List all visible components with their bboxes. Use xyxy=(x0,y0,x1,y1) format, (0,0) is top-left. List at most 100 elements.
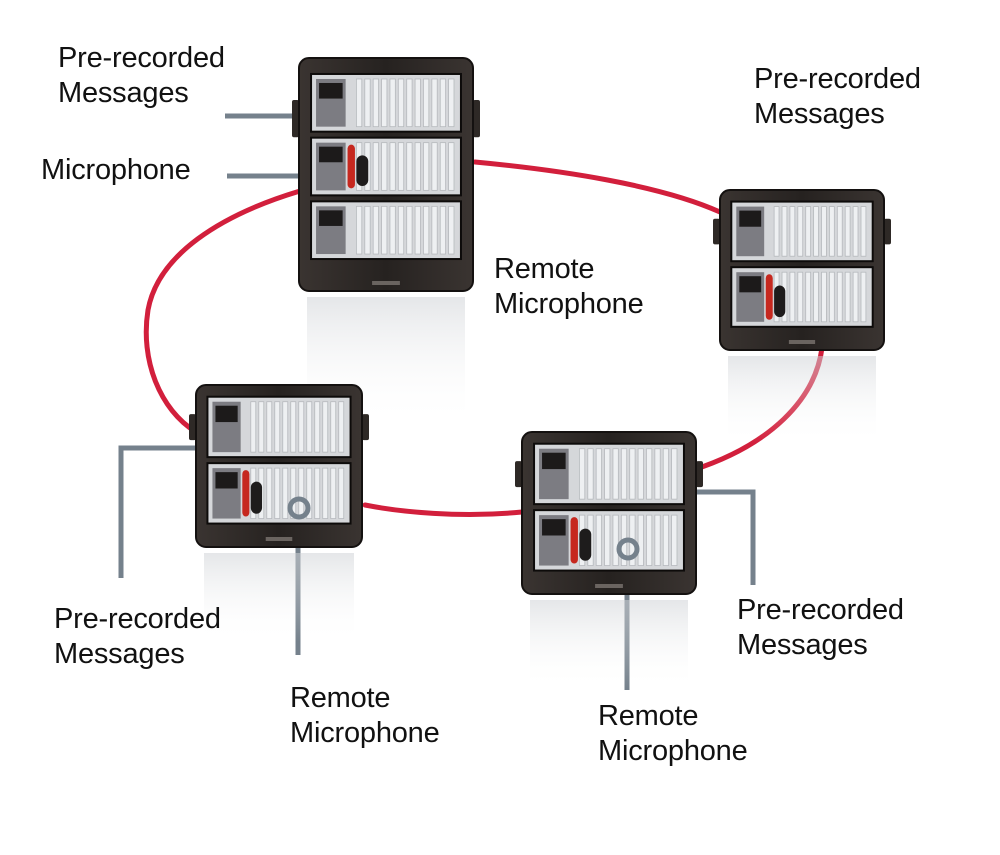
module-slot xyxy=(314,401,321,453)
display-screen xyxy=(215,405,238,423)
cabinet-bottom-left-module-row xyxy=(206,462,352,525)
module-slot xyxy=(250,401,257,453)
module-slot xyxy=(829,206,835,257)
module-slot xyxy=(397,142,405,191)
module-slot xyxy=(797,271,804,323)
label-line: Pre-recorded xyxy=(54,603,221,635)
cabinet-bottom-right-brand-plate xyxy=(595,584,623,588)
module-slot xyxy=(604,514,611,566)
module-slot xyxy=(406,142,413,191)
module-slot xyxy=(330,467,337,519)
module-slot xyxy=(431,205,438,255)
module-slot xyxy=(821,206,827,257)
module-slot xyxy=(306,467,313,519)
cabinet-bottom-right-hinge-right xyxy=(696,461,703,488)
module-slot xyxy=(322,401,329,453)
cabinet-bottom-right-hinge-left xyxy=(515,461,522,488)
connector-bottom-left-messages xyxy=(118,445,196,578)
cabinet-bottom-left-hinge-right xyxy=(362,414,369,441)
module-slot xyxy=(805,206,812,257)
module-slot xyxy=(604,448,611,500)
module-slot xyxy=(789,206,796,257)
module-slot xyxy=(372,205,379,255)
module-slot xyxy=(852,206,859,257)
handset-icon xyxy=(347,144,355,189)
cabinet-main xyxy=(292,57,480,426)
module-slot xyxy=(274,401,281,453)
module-slot xyxy=(595,514,602,566)
module-slot xyxy=(414,142,421,191)
module-slot xyxy=(290,401,297,453)
label-top-right-messages: Pre-recorded Messages xyxy=(754,62,921,132)
cabinet-right-brand-plate xyxy=(788,340,816,344)
module-slot xyxy=(397,205,405,255)
module-slot xyxy=(274,467,281,519)
cabinet-bottom-left-reflection xyxy=(204,553,354,643)
module-slot xyxy=(654,514,661,566)
module-slot xyxy=(852,271,859,323)
module-slot xyxy=(431,142,438,191)
label-bottom-left-remote-mic: Remote Microphone xyxy=(290,681,440,751)
cabinet-bottom-right xyxy=(515,431,703,690)
label-line: Remote xyxy=(290,682,391,714)
label-line: Pre-recorded xyxy=(58,42,225,74)
module-slot xyxy=(397,78,405,128)
module-slot xyxy=(805,271,812,323)
module-slot xyxy=(654,448,661,500)
module-slot xyxy=(298,401,305,453)
handset-icon xyxy=(242,470,250,517)
module-slot xyxy=(372,142,379,191)
module-slot xyxy=(389,78,396,128)
module-slot xyxy=(298,467,305,519)
module-slot xyxy=(266,467,273,519)
module-slot xyxy=(612,448,619,500)
module-slot xyxy=(781,206,788,257)
cabinet-main-hinge-left xyxy=(292,99,299,138)
module-slot xyxy=(381,142,388,191)
module-slot xyxy=(431,78,438,128)
remote-mic-bottom-left xyxy=(287,496,311,520)
module-slot xyxy=(322,467,329,519)
label-line: Microphone xyxy=(290,717,440,749)
label-line: Remote xyxy=(494,253,595,285)
label-bottom-right-messages: Pre-recorded Messages xyxy=(737,593,904,663)
module-slot xyxy=(662,514,670,566)
module-slot xyxy=(423,78,430,128)
module-slot xyxy=(439,205,447,255)
module-slot xyxy=(330,401,337,453)
module-slot xyxy=(414,205,421,255)
module-slot xyxy=(314,467,321,519)
cabinet-right xyxy=(713,189,891,444)
remote-mic-bottom-right xyxy=(616,537,640,561)
module-slot xyxy=(821,271,827,323)
module-slot xyxy=(356,78,363,128)
module-slot xyxy=(439,142,447,191)
module-slot xyxy=(844,206,851,257)
microphone-icon xyxy=(250,481,263,514)
module-slot xyxy=(338,401,345,453)
cabinet-bottom-left-brand-plate xyxy=(265,537,293,541)
cabinet-main-hinge-right xyxy=(473,99,480,138)
module-slot xyxy=(620,448,628,500)
module-slot xyxy=(364,205,371,255)
module-slot xyxy=(829,271,835,323)
display-screen xyxy=(319,210,343,226)
cabinet-bottom-right-module-row xyxy=(533,442,685,506)
label-bottom-right-remote-mic: Remote Microphone xyxy=(598,699,748,769)
cabinet-bottom-right-module-row xyxy=(533,509,685,572)
module-slot xyxy=(836,271,843,323)
cabinet-main-module-row xyxy=(310,136,462,197)
module-slot xyxy=(860,206,867,257)
module-slot xyxy=(338,467,345,519)
cabinet-right-hinge-right xyxy=(884,218,891,245)
cabinet-main-module-row xyxy=(310,72,462,133)
label-line: Messages xyxy=(754,98,885,130)
display-screen xyxy=(319,82,343,99)
module-slot xyxy=(671,448,678,500)
label-line: Messages xyxy=(54,638,185,670)
label-line: Pre-recorded xyxy=(737,594,904,626)
cabinet-bottom-left-hinge-left xyxy=(189,414,196,441)
handset-icon xyxy=(570,517,578,564)
